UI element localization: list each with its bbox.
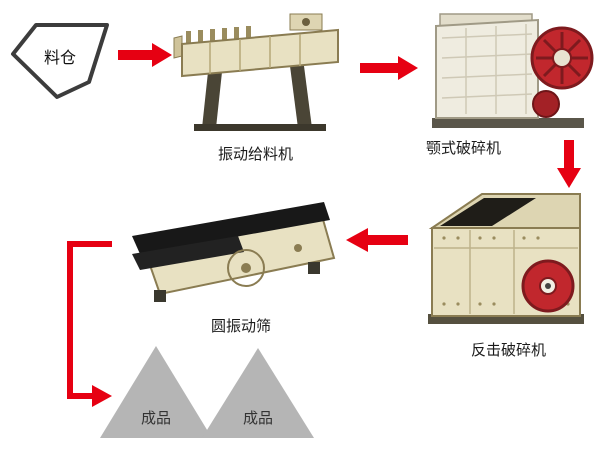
impact-crusher-label: 反击破碎机 — [465, 340, 553, 362]
vibrating-feeder-icon — [173, 13, 339, 131]
product-pile-2: 成品 — [202, 348, 314, 438]
product-label: 成品 — [242, 410, 273, 427]
jaw-crusher-label: 颚式破碎机 — [420, 138, 508, 160]
vibrating-screen-label: 圆振动筛 — [205, 316, 278, 338]
arrow-down-icon — [556, 140, 582, 188]
hopper-label: 料仓 — [44, 50, 77, 67]
vibrating-screen-icon — [132, 202, 336, 302]
jaw-crusher-icon — [432, 13, 594, 128]
vibrating-screen-illustration — [126, 190, 346, 310]
product-pile-1: 成品 — [100, 346, 212, 438]
impact-crusher-icon — [428, 193, 584, 324]
arrow-elbow-down-right-icon — [60, 238, 116, 410]
product-triangle-icon — [100, 346, 212, 438]
vibrating-feeder-label: 振动给料机 — [212, 144, 300, 166]
material-hopper: 料仓 — [10, 22, 110, 100]
arrow-right-icon — [360, 56, 418, 80]
product-label: 成品 — [140, 410, 171, 427]
hopper-icon — [11, 23, 109, 99]
impact-crusher-illustration — [418, 182, 594, 332]
arrow-right-icon — [118, 43, 172, 67]
jaw-crusher-illustration — [426, 6, 594, 136]
arrow-left-icon — [346, 228, 408, 252]
vibrating-feeder-illustration — [170, 10, 350, 142]
product-triangle-icon — [202, 348, 314, 438]
